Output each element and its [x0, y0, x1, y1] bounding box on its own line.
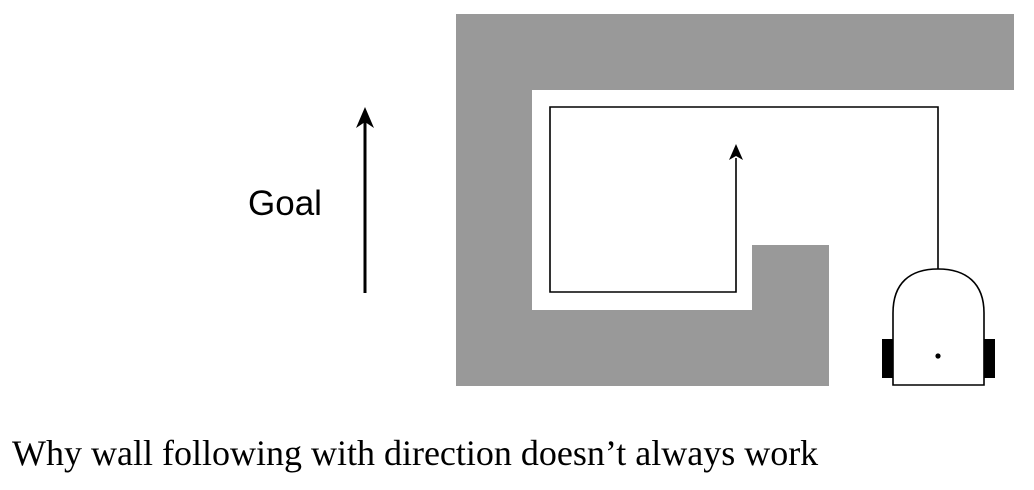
robot-icon [882, 268, 995, 386]
goal-arrow-icon [356, 107, 374, 293]
figure-caption: Why wall following with direction doesn’… [12, 433, 819, 473]
robot-wheel-left [882, 339, 893, 378]
robot-center-dot [935, 353, 941, 359]
goal-label: Goal [248, 184, 322, 223]
robot-path [549, 106, 939, 293]
robot-wheel-right [984, 339, 995, 378]
path-arrow-icon [729, 144, 743, 160]
wall [456, 14, 1014, 386]
wall-following-diagram: Goal [248, 14, 1014, 386]
